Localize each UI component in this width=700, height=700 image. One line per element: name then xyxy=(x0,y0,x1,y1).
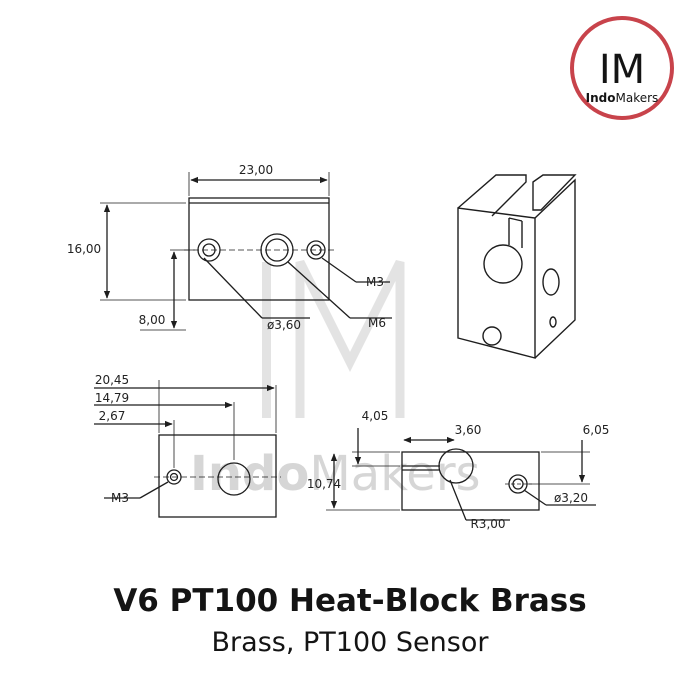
iso-hole-large xyxy=(483,244,523,284)
front-hole-right-outer xyxy=(306,240,326,260)
iso-hole-side-top xyxy=(542,268,560,296)
logo-brand: IndoMakers xyxy=(586,91,659,105)
product-subtitle: Brass, PT100 Sensor xyxy=(211,627,489,658)
br-leader-r3 xyxy=(449,479,467,521)
dim-slot-radius: R3,00 xyxy=(470,517,505,531)
indomakers-logo: IM IndoMakers xyxy=(570,16,674,120)
leader-m3 xyxy=(321,257,357,283)
watermark: IndoMakers xyxy=(190,259,481,502)
dim-width: 23,00 xyxy=(239,163,273,177)
logo-brand-bold: Indo xyxy=(586,91,616,105)
iso-slot xyxy=(508,217,523,248)
front-hole-center-outer xyxy=(260,233,294,267)
front-body xyxy=(188,197,330,301)
leader-m6 xyxy=(287,261,351,319)
bl-body xyxy=(158,434,277,518)
bl-hole-small-outer xyxy=(166,469,182,485)
front-hole-right-inner xyxy=(310,244,322,256)
front-view xyxy=(100,172,392,331)
dim-2-67: 2,67 xyxy=(99,409,126,423)
br-slot xyxy=(402,465,440,471)
bl-hole-small-inner xyxy=(169,472,179,482)
dim-side-m3: M3 xyxy=(111,491,129,505)
dim-m6: M6 xyxy=(368,316,386,330)
bottom-right-view xyxy=(326,428,596,521)
logo-brand-light: Makers xyxy=(616,91,659,105)
bottom-left-view xyxy=(94,380,281,518)
dim-6-05: 6,05 xyxy=(583,423,610,437)
br-hole-large xyxy=(438,448,474,484)
br-body xyxy=(401,451,540,511)
logo-letters: IM xyxy=(599,47,645,93)
iso-top-right xyxy=(532,174,577,211)
iso-hole-small xyxy=(482,326,502,346)
product-title: V6 PT100 Heat-Block Brass xyxy=(113,583,587,619)
logo-ring xyxy=(570,16,674,120)
iso-right-face xyxy=(534,178,576,359)
dim-height: 16,00 xyxy=(67,242,101,256)
leader-hole-dia xyxy=(203,257,263,319)
watermark-i-bar xyxy=(262,262,271,418)
dim-hole-height: 8,00 xyxy=(139,313,166,327)
iso-front-face xyxy=(457,207,536,359)
iso-top-left xyxy=(457,174,527,217)
dim-hole-dia: ø3,60 xyxy=(267,318,301,332)
dim-3-60: 3,60 xyxy=(455,423,482,437)
watermark-text-light: Makers xyxy=(309,446,480,502)
dim-m3: M3 xyxy=(366,275,384,289)
watermark-m-shape xyxy=(295,259,405,418)
front-hole-left-inner xyxy=(202,243,216,257)
bl-hole-large xyxy=(217,462,251,496)
watermark-text: IndoMakers xyxy=(190,446,481,502)
dim-10-74: 10,74 xyxy=(307,477,341,491)
front-hole-left-outer xyxy=(197,238,221,262)
isometric-view xyxy=(457,174,577,359)
br-leader-dia xyxy=(523,489,547,506)
dim-4-05: 4,05 xyxy=(362,409,389,423)
dim-20-45: 20,45 xyxy=(95,373,129,387)
bl-leader-m3 xyxy=(139,481,169,499)
dim-hole-dia-small: ø3,20 xyxy=(554,491,588,505)
front-hole-center-inner xyxy=(265,238,289,262)
iso-hole-side-bottom xyxy=(549,316,557,328)
dim-14-79: 14,79 xyxy=(95,391,129,405)
